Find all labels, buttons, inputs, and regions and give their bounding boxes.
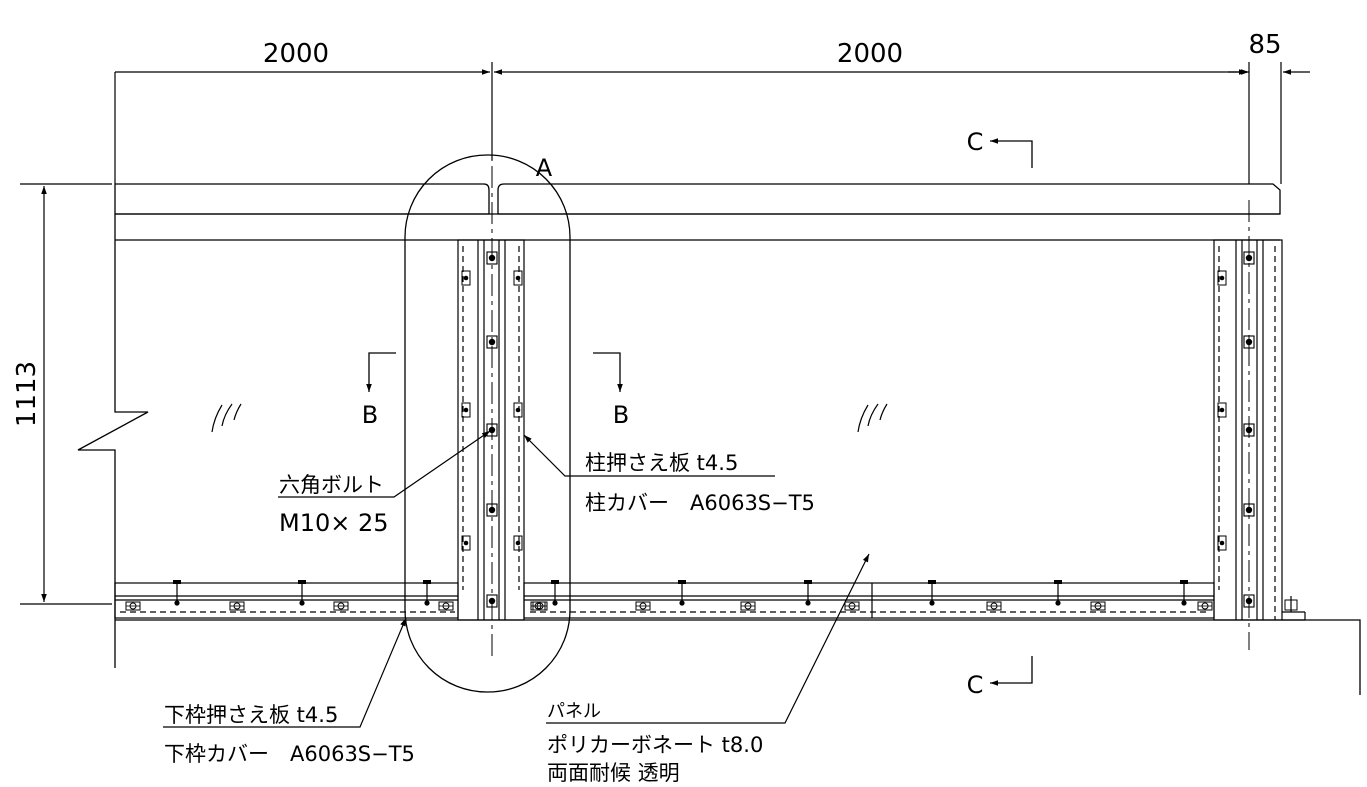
pin-symbol xyxy=(1054,580,1062,606)
bolt-symbol xyxy=(486,251,498,265)
bottom-frame xyxy=(114,582,1306,621)
bottom-bolt-symbol xyxy=(438,601,454,611)
panel-finish-label: 両面耐候 透明 xyxy=(547,761,680,785)
detail-a-label: A xyxy=(536,154,553,182)
section-c-bottom-marker xyxy=(990,656,1033,686)
bolt-label: 六角ボルト xyxy=(279,473,384,497)
panel-material-label: ポリカーボネート t8.0 xyxy=(547,733,763,757)
bolt-symbol xyxy=(486,335,498,349)
bottom-bolt-symbol xyxy=(635,601,651,611)
bottom-cover-label: 下枠カバー A6063S−T5 xyxy=(164,742,415,766)
section-b-right-label: B xyxy=(613,401,629,429)
post-plate-label: 柱押さえ板 t4.5 xyxy=(585,451,738,475)
screw-symbol xyxy=(1217,535,1227,551)
section-c-top-label: C xyxy=(967,128,984,156)
bottom-bolt-symbol xyxy=(229,601,245,611)
bottom-bolt-symbol xyxy=(740,601,756,611)
screw-symbol xyxy=(461,270,471,286)
leader-lines xyxy=(163,430,870,728)
bottom-bolt-symbol xyxy=(125,601,141,611)
screw-symbol xyxy=(1217,402,1227,418)
pin-symbol xyxy=(173,580,181,606)
pin-symbol xyxy=(1180,580,1188,606)
bottom-bolt-symbol xyxy=(844,601,860,611)
section-c-bottom-label: C xyxy=(967,671,984,699)
dim-left-span: 2000 xyxy=(263,39,329,69)
section-b-left-marker xyxy=(366,352,396,392)
pin-symbol xyxy=(298,580,306,606)
dim-right-span: 2000 xyxy=(837,39,903,69)
bolt-symbol xyxy=(1243,335,1255,349)
top-rail xyxy=(114,183,1281,241)
bolt-symbol xyxy=(1243,423,1255,437)
bottom-plate-label: 下枠押さえ板 t4.5 xyxy=(164,703,338,727)
bolt-symbol xyxy=(486,594,498,608)
break-line xyxy=(77,240,149,668)
section-b-left-label: B xyxy=(362,401,378,429)
bolt-spec: M10× 25 xyxy=(279,509,389,537)
dim-end-offset: 85 xyxy=(1248,30,1281,60)
anchor-bolt-symbol xyxy=(1284,596,1298,612)
pin-symbol xyxy=(423,580,431,606)
fasteners xyxy=(125,251,1298,612)
bolt-symbol xyxy=(486,423,498,437)
pin-symbol xyxy=(928,580,936,606)
ground-line xyxy=(115,619,1361,695)
bolt-symbol xyxy=(1243,251,1255,265)
section-c-top-marker xyxy=(990,138,1033,168)
screw-symbol xyxy=(513,402,523,418)
screw-symbol xyxy=(461,535,471,551)
bottom-bolt-symbol xyxy=(986,601,1002,611)
glass-hatch-marks xyxy=(211,403,888,433)
bottom-bolt-symbol xyxy=(1197,601,1213,611)
detail-a-outline xyxy=(404,154,571,693)
pin-symbol xyxy=(678,580,686,606)
screw-symbol xyxy=(1217,270,1227,286)
dim-height: 1113 xyxy=(12,361,42,427)
pin-symbol xyxy=(551,580,559,606)
screw-symbol xyxy=(513,535,523,551)
bolt-symbol xyxy=(1243,594,1255,608)
post-cover-label: 柱カバー A6063S−T5 xyxy=(585,491,815,515)
screw-symbol xyxy=(513,270,523,286)
pin-symbol xyxy=(804,580,812,606)
bottom-bolt-symbol xyxy=(333,601,349,611)
bolt-symbol xyxy=(486,503,498,517)
bottom-bolt-symbol xyxy=(532,601,548,611)
panel-label: パネル xyxy=(547,701,601,722)
dimension-lines xyxy=(20,62,1310,605)
bottom-bolt-symbol xyxy=(1090,601,1106,611)
screw-symbol xyxy=(461,402,471,418)
section-b-right-marker xyxy=(593,352,623,392)
bolt-symbol xyxy=(1243,503,1255,517)
